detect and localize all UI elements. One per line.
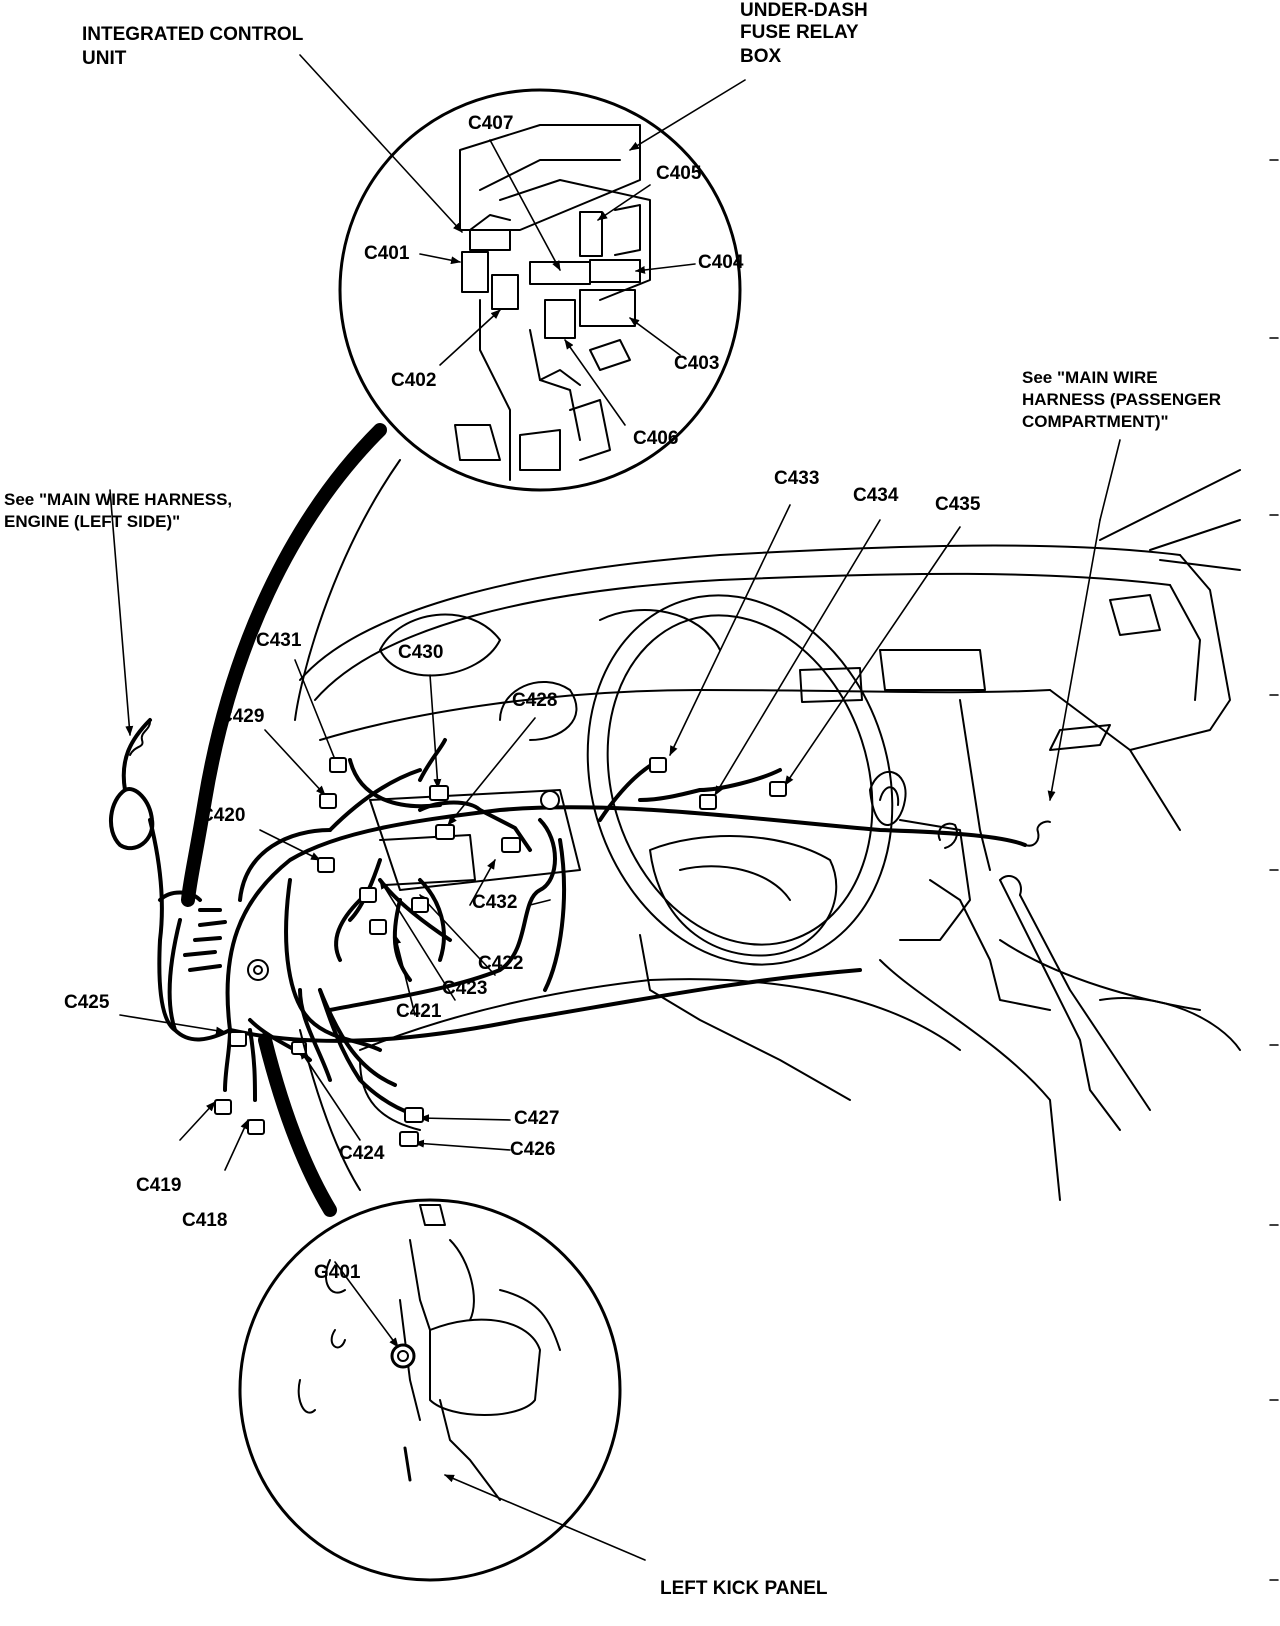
label-c430: C430 <box>398 642 444 663</box>
label-c423: C423 <box>442 978 488 999</box>
label-under-dash-fuse-1: UNDER-DASH <box>740 0 868 21</box>
label-c431: C431 <box>256 630 302 651</box>
label-c421: C421 <box>396 1001 442 1022</box>
main-wire-harness <box>108 718 1051 1117</box>
label-c426: C426 <box>510 1139 556 1160</box>
label-left-kick-panel: LEFT KICK PANEL <box>660 1578 828 1599</box>
label-c429: C429 <box>219 706 265 727</box>
label-c403: C403 <box>674 353 720 374</box>
connector-c429 <box>319 793 337 809</box>
label-c435: C435 <box>935 494 981 515</box>
connector-c423 <box>359 887 377 903</box>
label-c432: C432 <box>472 892 518 913</box>
note-see-engine-1: See "MAIN WIRE HARNESS, <box>4 490 233 509</box>
note-see-passenger-2: HARNESS (PASSENGER <box>1022 390 1221 409</box>
label-c401: C401 <box>364 243 410 264</box>
connector-c430 <box>429 785 449 801</box>
callout-band-bottom-edge <box>299 1029 361 1191</box>
connector-c431 <box>329 757 347 773</box>
label-c404: C404 <box>698 252 744 273</box>
label-c427: C427 <box>514 1108 560 1129</box>
connector-c418 <box>247 1119 265 1135</box>
label-c420: C420 <box>200 805 246 826</box>
steering-wheel <box>586 594 907 966</box>
callout-band-bottom <box>258 1033 337 1217</box>
callout-band-top-edge <box>294 459 401 721</box>
label-c433: C433 <box>774 468 820 489</box>
connector-c424 <box>291 1041 307 1055</box>
label-c424: C424 <box>339 1143 385 1164</box>
connector-c420 <box>317 857 335 873</box>
connector-c428 <box>435 824 455 840</box>
label-c425: C425 <box>64 992 110 1013</box>
label-under-dash-fuse-3: BOX <box>740 46 782 67</box>
label-c406: C406 <box>633 428 679 449</box>
label-c422: C422 <box>478 953 524 974</box>
label-c407: C407 <box>468 113 514 134</box>
label-integrated-control-unit-2: UNIT <box>82 48 127 69</box>
harness-connectors <box>214 757 787 1147</box>
label-g401: G401 <box>314 1262 361 1283</box>
page-edge-ticks <box>1269 159 1279 1581</box>
label-under-dash-fuse-2: FUSE RELAY <box>740 22 859 43</box>
label-c419: C419 <box>136 1175 182 1196</box>
kick-panel-detail-circle <box>238 1198 646 1582</box>
connector-c421 <box>369 919 387 935</box>
connector-c427 <box>404 1107 424 1123</box>
callout-band-top <box>181 423 387 907</box>
connector-c425 <box>229 1031 247 1047</box>
fuse-box-detail-circle <box>299 54 746 492</box>
connector-c433 <box>649 757 667 773</box>
note-see-passenger-1: See "MAIN WIRE <box>1022 368 1158 387</box>
label-c402: C402 <box>391 370 437 391</box>
label-integrated-control-unit-1: INTEGRATED CONTROL <box>82 24 304 45</box>
fuse-box-connector-c402 <box>491 274 519 310</box>
connector-c419 <box>214 1099 232 1115</box>
label-c434: C434 <box>853 485 899 506</box>
ground-bolt-g401 <box>390 1343 416 1369</box>
connector-c422 <box>411 897 429 913</box>
dashboard-outline <box>299 469 1241 1201</box>
connector-c426 <box>399 1131 419 1147</box>
connector-c432-block <box>501 837 521 853</box>
label-c428: C428 <box>512 690 558 711</box>
note-see-passenger-3: COMPARTMENT)" <box>1022 412 1169 431</box>
fuse-box-connector-c403 <box>579 289 636 327</box>
label-c418: C418 <box>182 1210 228 1231</box>
fuse-box-connector-c405 <box>579 211 603 257</box>
fuse-box-connector-c406 <box>544 299 576 339</box>
connector-c434 <box>699 794 717 810</box>
label-c405: C405 <box>656 163 702 184</box>
fuse-box-connector-c401 <box>461 251 489 293</box>
note-see-engine-2: ENGINE (LEFT SIDE)" <box>4 512 181 531</box>
connector-c435 <box>769 781 787 797</box>
